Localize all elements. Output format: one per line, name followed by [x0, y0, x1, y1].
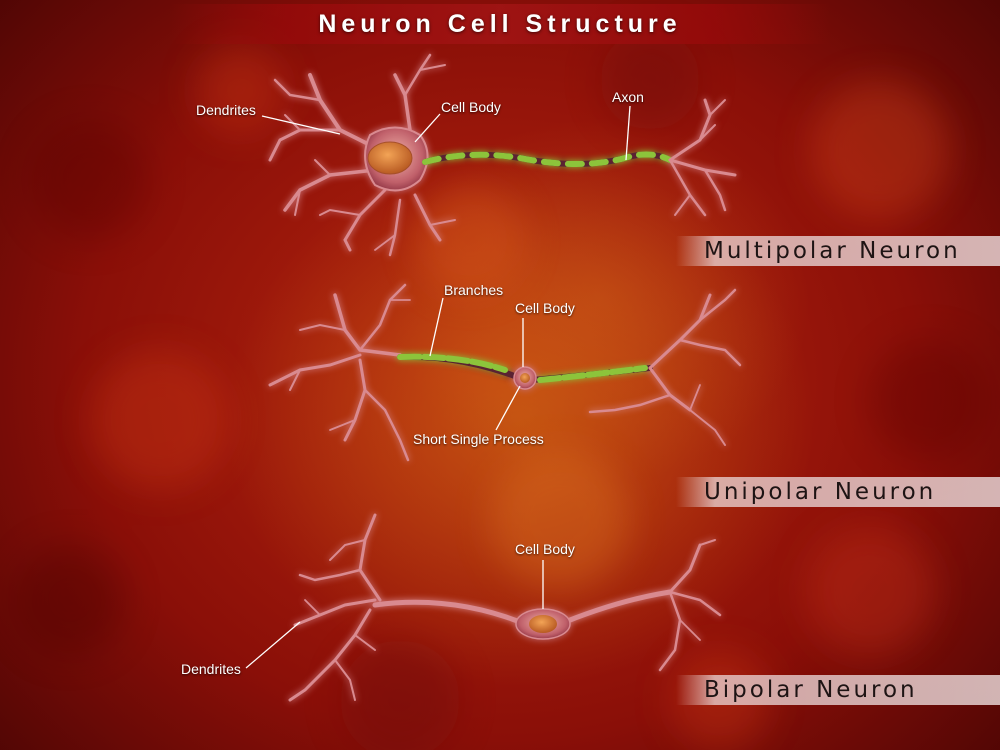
bipolar-dendrites [290, 515, 380, 700]
multipolar-axon-terminals [670, 100, 735, 215]
bipolar-nucleus [529, 615, 557, 633]
unipolar-axon-terminals [590, 290, 740, 445]
multipolar-neuron [270, 55, 735, 255]
leader-unipolar-process [496, 386, 520, 430]
leader-bipolar-dendrites [246, 622, 300, 668]
leader-multipolar-cell-body [415, 114, 440, 142]
label-multipolar-axon: Axon [612, 89, 644, 105]
band-unipolar: Unipolar Neuron [676, 477, 1000, 507]
leader-lines [246, 106, 630, 668]
unipolar-myelin-right [540, 368, 645, 380]
leader-unipolar-branches [430, 298, 443, 356]
label-multipolar-dendrites: Dendrites [196, 102, 256, 118]
label-bipolar-cell-body: Cell Body [515, 541, 575, 557]
band-multipolar: Multipolar Neuron [676, 236, 1000, 266]
bipolar-process-right [565, 592, 670, 622]
unipolar-nucleus [520, 373, 530, 383]
bipolar-terminals [660, 540, 720, 670]
unipolar-myelin-left [400, 357, 505, 370]
type-label-bipolar: Bipolar Neuron [676, 675, 1000, 705]
multipolar-nucleus [368, 142, 412, 174]
bipolar-process-left [375, 602, 520, 622]
label-unipolar-cell-body: Cell Body [515, 300, 575, 316]
label-multipolar-cell-body: Cell Body [441, 99, 501, 115]
label-bipolar-dendrites: Dendrites [181, 661, 241, 677]
type-label-multipolar: Multipolar Neuron [676, 236, 1000, 266]
label-unipolar-process: Short Single Process [413, 431, 544, 447]
type-label-unipolar: Unipolar Neuron [676, 477, 1000, 507]
band-bipolar: Bipolar Neuron [676, 675, 1000, 705]
leader-multipolar-axon [626, 106, 630, 160]
unipolar-dendrites [270, 285, 410, 460]
bipolar-neuron [290, 515, 720, 700]
label-unipolar-branches: Branches [444, 282, 503, 298]
